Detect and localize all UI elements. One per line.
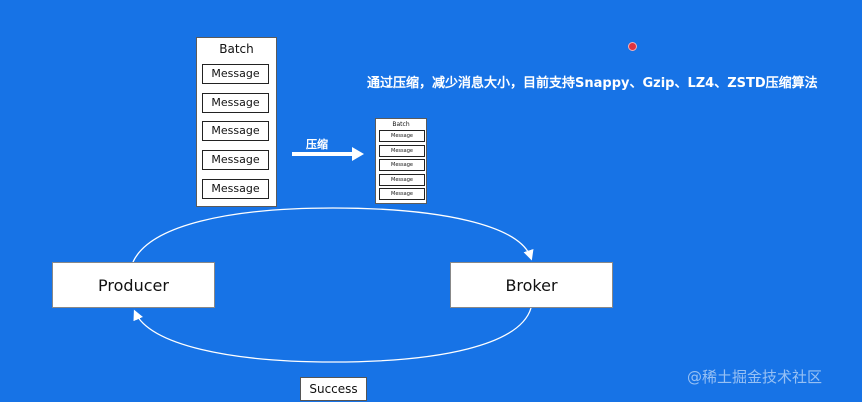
batch-compressed: Batch Message Message Message Message Me… — [375, 118, 427, 204]
message-box: Message — [202, 93, 269, 113]
message-box: Message — [379, 174, 425, 186]
message-box: Message — [202, 150, 269, 170]
watermark: @稀土掘金技术社区 — [687, 368, 823, 386]
message-box: Message — [202, 179, 269, 199]
pointer-dot — [628, 42, 637, 51]
message-box: Message — [379, 188, 425, 200]
headline-text: 通过压缩，减少消息大小，目前支持Snappy、Gzip、LZ4、ZSTD压缩算法 — [367, 76, 818, 91]
compress-label: 压缩 — [306, 138, 328, 151]
message-box: Message — [202, 121, 269, 141]
message-box: Message — [379, 145, 425, 157]
batch-title: Batch — [219, 42, 254, 56]
compress-arrow-head — [352, 147, 364, 161]
success-label: Success — [300, 377, 367, 401]
batch-title: Batch — [392, 121, 410, 128]
batch-uncompressed: Batch Message Message Message Message Me… — [196, 37, 277, 207]
compress-arrow-shaft — [292, 152, 352, 156]
message-box: Message — [379, 159, 425, 171]
ack-arc — [133, 307, 532, 363]
message-box: Message — [379, 130, 425, 142]
broker-node: Broker — [450, 262, 613, 308]
message-box: Message — [202, 64, 269, 84]
producer-node: Producer — [52, 262, 215, 308]
send-arc — [132, 207, 534, 263]
